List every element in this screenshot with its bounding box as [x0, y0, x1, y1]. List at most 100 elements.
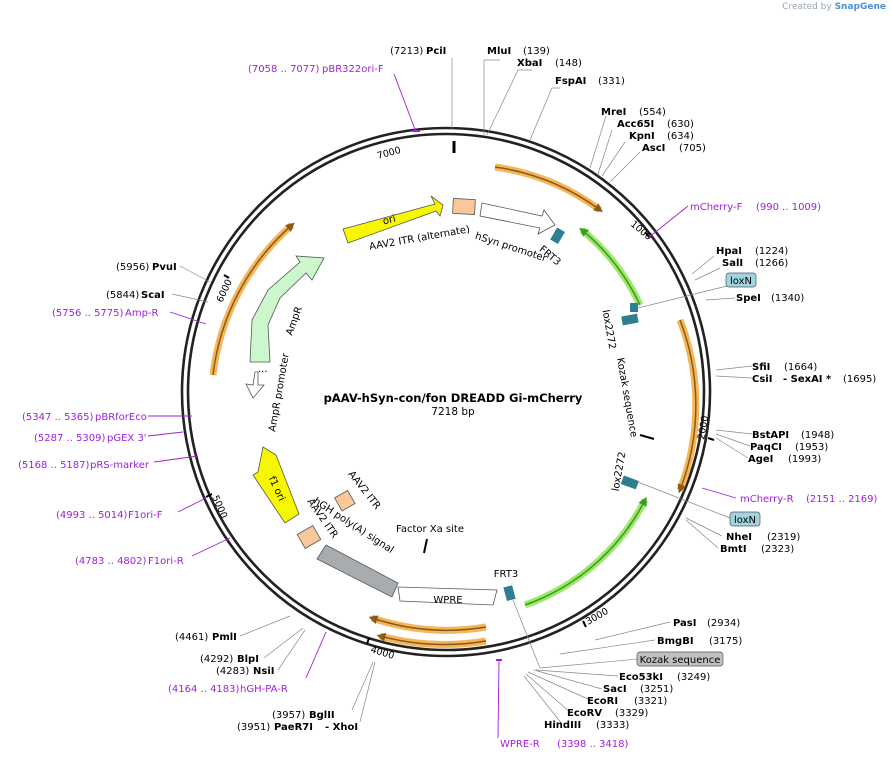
- enzyme-name: PaeR7I: [274, 722, 313, 733]
- leader-bstapi: [715, 429, 753, 435]
- aav-itr-alt-box: [452, 198, 476, 215]
- enzyme-pos: (1340): [771, 293, 804, 304]
- enzyme-name: Acc65I: [617, 119, 654, 130]
- enzyme-pos: (3175): [709, 636, 742, 647]
- primer-range: (5347 .. 5365): [22, 412, 94, 423]
- primer-name: pGEX 3': [107, 433, 147, 444]
- ampr-promoter-arrow: [245, 371, 265, 399]
- primer-range: (2151 .. 2169): [806, 494, 878, 505]
- hgh-polya-box: [316, 544, 399, 598]
- leader-nsii: [277, 629, 306, 671]
- tick-mark-4000: [366, 637, 370, 645]
- leader-sfii: [715, 365, 753, 371]
- leader-eco53ki: [535, 669, 619, 677]
- aav-itr-1-box: [334, 489, 356, 512]
- leader-ecorv: [525, 673, 571, 713]
- enzyme-pos: (3251): [640, 684, 673, 695]
- backbone-inner: [186, 132, 706, 652]
- factor-xa-mark: [423, 538, 428, 554]
- enzyme-name: SpeI: [736, 293, 761, 304]
- enzyme-name: SacI: [603, 684, 627, 695]
- leader-saci: [533, 669, 603, 690]
- enzyme-pos: (705): [679, 143, 706, 154]
- primer-line-f1ori-f: [177, 497, 207, 513]
- frt3-bottom-marker: [503, 585, 516, 602]
- loxn-bottom-box: [729, 511, 761, 527]
- primer-line-pbr322ori-f: [393, 73, 417, 133]
- lox2272-top-label: lox2272: [600, 309, 618, 350]
- enzyme-name: PasI: [673, 618, 696, 629]
- leader-loxn-bottom: [637, 481, 731, 519]
- enzyme-name: PaqCI: [750, 442, 782, 453]
- leader-asci: [609, 151, 641, 183]
- primer-line-amp-r: [169, 311, 207, 325]
- enzyme-name: PmlI: [212, 632, 237, 643]
- enzyme-pos: (7213): [390, 46, 423, 57]
- plasmid-name: pAAV-hSyn-con/fon DREADD Gi-mCherry: [324, 391, 583, 405]
- enzyme-name: PciI: [426, 46, 446, 57]
- leader-agei: [715, 437, 749, 459]
- primer-range: (4993 .. 5014): [56, 510, 128, 521]
- backbone-outer: [180, 126, 712, 658]
- primer-name: WPRE-R: [500, 739, 540, 750]
- enzyme-pos: (1695): [843, 374, 876, 385]
- loxn-top-label: loxN: [730, 276, 752, 287]
- leader-pmli: [239, 615, 291, 637]
- enzyme-name: Eco53kI: [619, 672, 663, 683]
- leader-nhei: [685, 517, 723, 537]
- enzyme-pos: (1953): [795, 442, 828, 453]
- enzyme-pos: (2319): [767, 532, 800, 543]
- primer-name: mCherry-F: [690, 202, 743, 213]
- primer-labels: (7058 .. 7077) pBR322ori-F mCherry-F (99…: [18, 64, 878, 750]
- leader-kozak-box: [539, 658, 639, 669]
- enzyme-name: ScaI: [141, 290, 165, 301]
- enzyme-pos: (3321): [634, 696, 667, 707]
- primer-range: (5168 .. 5187): [18, 460, 90, 471]
- orange-arc-bottom1: [368, 615, 487, 631]
- green-arcs: [523, 227, 649, 609]
- leader-kpni: [601, 141, 626, 177]
- leader-bmgbi: [559, 639, 656, 655]
- plasmid-size: 7218 bp: [431, 406, 475, 418]
- leader-loxn-top: [637, 285, 728, 309]
- primer-name: pRS-marker: [90, 460, 150, 471]
- primer-name: F1ori-F: [128, 510, 163, 521]
- credit-prefix: Created by: [782, 2, 832, 12]
- enzyme-pos: (148): [555, 58, 582, 69]
- tick-2000: 2000: [696, 415, 711, 441]
- enzyme-name: PvuI: [152, 262, 177, 273]
- primer-line-f1ori-r: [191, 537, 231, 557]
- orange-arcs: [209, 163, 700, 648]
- primer-range: (4164 .. 4183): [168, 684, 240, 695]
- enzyme-name: SalI: [722, 258, 743, 269]
- lox2272-bottom-label: lox2272: [611, 451, 629, 492]
- primer-name: hGH-PA-R: [240, 684, 288, 695]
- enzyme-pos: (4461): [175, 632, 208, 643]
- hsyn-promoter-label: hSyn promoter: [474, 231, 549, 265]
- ori-label: ori: [382, 214, 397, 228]
- tick-mark-2000: [707, 437, 715, 441]
- primer-name: F1ori-R: [148, 556, 184, 567]
- enzyme-extra: - XhoI: [325, 722, 358, 733]
- leader-mrei: [589, 115, 607, 169]
- snapgene-credit: Created by SnapGene: [782, 2, 886, 12]
- enzyme-pos: (3333): [596, 720, 629, 731]
- enzyme-pos: (2323): [761, 544, 794, 555]
- enzyme-name: BlpI: [237, 654, 259, 665]
- ampr-label: AmpR: [284, 305, 305, 337]
- enzyme-name: BglII: [309, 710, 335, 721]
- leader-bglii: [351, 661, 374, 711]
- enzyme-pos: (3957): [272, 710, 305, 721]
- tick-7000: 7000: [376, 145, 402, 162]
- primer-name: mCherry-R: [740, 494, 794, 505]
- leader-pvui: [179, 265, 211, 283]
- leader-ecori: [527, 671, 591, 701]
- primer-line-pgex: [147, 431, 184, 437]
- leader-hpai: [691, 255, 715, 275]
- enzyme-name: BmgBI: [657, 636, 694, 647]
- enzyme-pos: (630): [667, 119, 694, 130]
- leader-hindiii: [523, 675, 563, 725]
- f1-ori-arrow: [252, 446, 300, 524]
- enzyme-pos: (3249): [677, 672, 710, 683]
